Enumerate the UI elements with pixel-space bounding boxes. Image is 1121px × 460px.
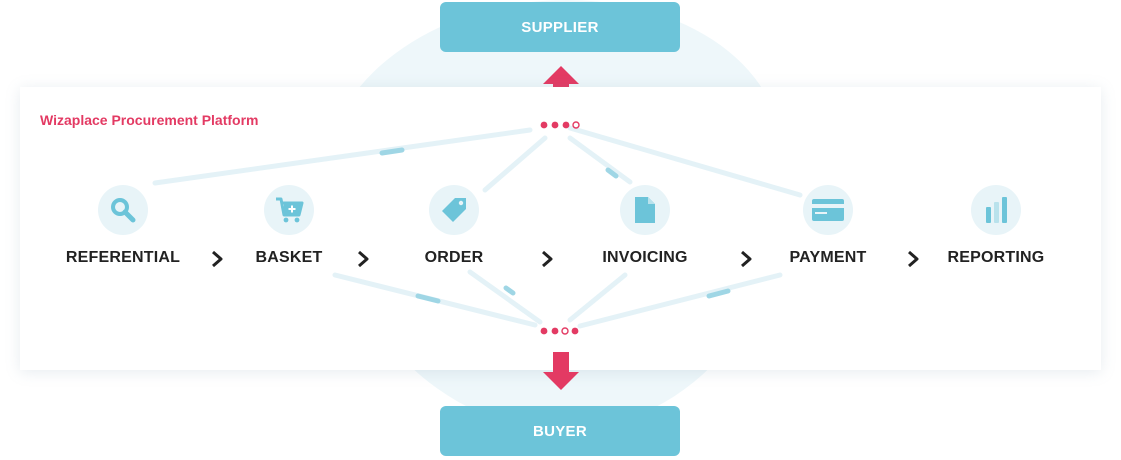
supplier-label: SUPPLIER [521,18,599,36]
supplier-box[interactable]: SUPPLIER [440,2,680,52]
cart-add-icon [264,185,314,235]
buyer-label: BUYER [532,422,587,440]
platform-panel [20,87,1101,370]
chevron-right-icon [741,250,752,268]
step-invoicing[interactable]: INVOICING [565,185,725,267]
step-referential[interactable]: REFERENTIAL [43,185,203,267]
step-label: REFERENTIAL [65,249,181,266]
step-label: REPORTING [947,249,1045,266]
credit-card-icon [803,185,853,235]
step-order[interactable]: ORDER [374,185,534,267]
price-tag-icon [429,185,479,235]
step-label: PAYMENT [789,249,867,266]
document-icon [620,185,670,235]
search-icon [98,185,148,235]
chevron-right-icon [358,250,369,268]
bottom-dots [540,327,579,335]
step-label: INVOICING [602,249,688,266]
buyer-box[interactable]: BUYER [440,406,680,456]
chevron-right-icon [908,250,919,268]
platform-title: Wizaplace Procurement Platform [40,112,259,128]
chevron-right-icon [542,250,553,268]
step-basket[interactable]: BASKET [209,185,369,267]
step-reporting[interactable]: REPORTING [916,185,1076,267]
step-label: ORDER [424,249,484,266]
arrow-up-icon [543,66,579,104]
chevron-right-icon [212,250,223,268]
step-payment[interactable]: PAYMENT [748,185,908,267]
top-dots [540,121,580,129]
step-label: BASKET [255,249,323,266]
bar-chart-icon [971,185,1021,235]
arrow-down-icon [543,352,579,390]
